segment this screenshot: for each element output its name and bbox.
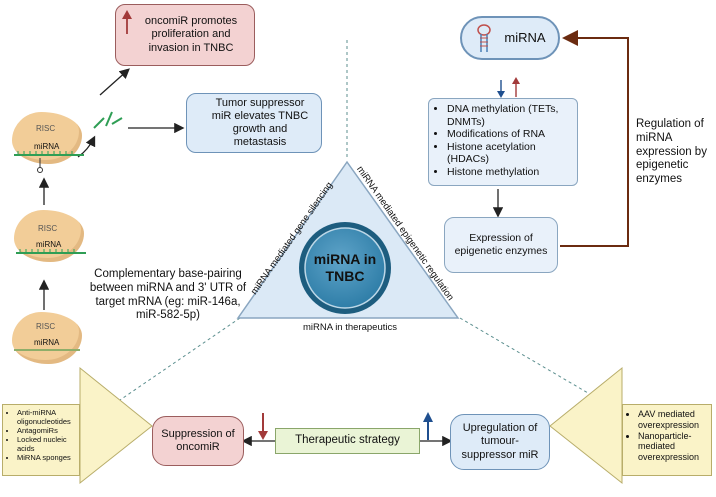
suppression-oncomir-box: Suppression of oncomiR [152,416,244,466]
cleaved-mrna-icon [93,111,123,129]
upregulation-box: Upregulation of tumour-suppressor miR [450,414,550,470]
left-strategies-box: Anti-miRNA oligonucleotides AntagomiRs L… [2,404,80,476]
center-circle-label: miRNA in TNBC [310,238,380,298]
risc-label-top: RISC [36,124,56,133]
left-strategy-3: Locked nucleic acids [17,435,77,453]
triangle-side-bottom-label: miRNA in therapeutics [303,322,397,333]
mirna-pill: miRNA [460,16,560,60]
left-cream-triangle [79,366,153,485]
mirna-pill-text: miRNA [504,30,546,46]
right-cream-triangle [549,366,623,485]
dashed-guides [119,40,601,401]
center-circle-text: miRNA in TNBC [313,251,377,284]
expression-enzymes-text: Expression of epigenetic enzymes [454,232,548,257]
tumor-suppressor-box: Tumor suppressor miR elevates TNBC growt… [186,93,322,153]
left-strategies-list: Anti-miRNA oligonucleotides AntagomiRs L… [5,408,77,462]
regulation-text: Regulation of miRNA expression by epigen… [636,118,707,186]
base-pairing-text: Complementary base-pairing between miRNA… [89,268,247,322]
risc-complex-bottom [12,312,82,364]
right-strategy-1: AAV mediated overexpression [638,409,708,431]
expression-enzymes-box: Expression of epigenetic enzymes [444,217,558,273]
epigenetic-item-2: Modifications of RNA [447,128,571,141]
risc-label-bottom: RISC [36,322,56,331]
therapeutic-strategy-text: Therapeutic strategy [295,434,400,447]
epigenetic-item-1: DNA methylation (TETs, DNMTs) [447,103,571,128]
epigenetic-mechanisms-box: DNA methylation (TETs, DNMTs) Modificati… [428,98,578,186]
suppression-oncomir-text: Suppression of oncomiR [161,427,235,453]
feedback-loop [560,30,629,247]
right-strategies-list: AAV mediated overexpression Nanoparticle… [626,409,708,463]
mirna-label-middle: miRNA [36,240,62,249]
risc-label-middle: RISC [38,224,58,233]
mirna-label-top: miRNA [34,142,60,151]
mini-arrows [258,77,520,440]
tumor-suppressor-text: Tumor suppressor miR elevates TNBC growt… [211,96,309,149]
epigenetic-item-4: Histone methylation [447,166,571,179]
left-strategy-1: Anti-miRNA oligonucleotides [17,408,77,426]
right-strategy-2: Nanoparticle-mediated overexpression [638,431,708,463]
oncomir-promotes-text: oncomiR promotes proliferation and invas… [144,15,238,54]
epigenetic-mechanisms-list: DNA methylation (TETs, DNMTs) Modificati… [435,103,571,179]
left-strategy-4: MiRNA sponges [17,453,77,462]
therapeutic-strategy-box: Therapeutic strategy [275,428,420,454]
epigenetic-item-3: Histone acetylation (HDACs) [447,141,571,166]
right-strategies-box: AAV mediated overexpression Nanoparticle… [622,404,712,476]
mirna-label-bottom: miRNA [34,338,60,347]
upregulation-text: Upregulation of tumour-suppressor miR [461,422,539,461]
oncomir-promotes-box: oncomiR promotes proliferation and invas… [115,4,255,66]
left-strategy-2: AntagomiRs [17,426,77,435]
